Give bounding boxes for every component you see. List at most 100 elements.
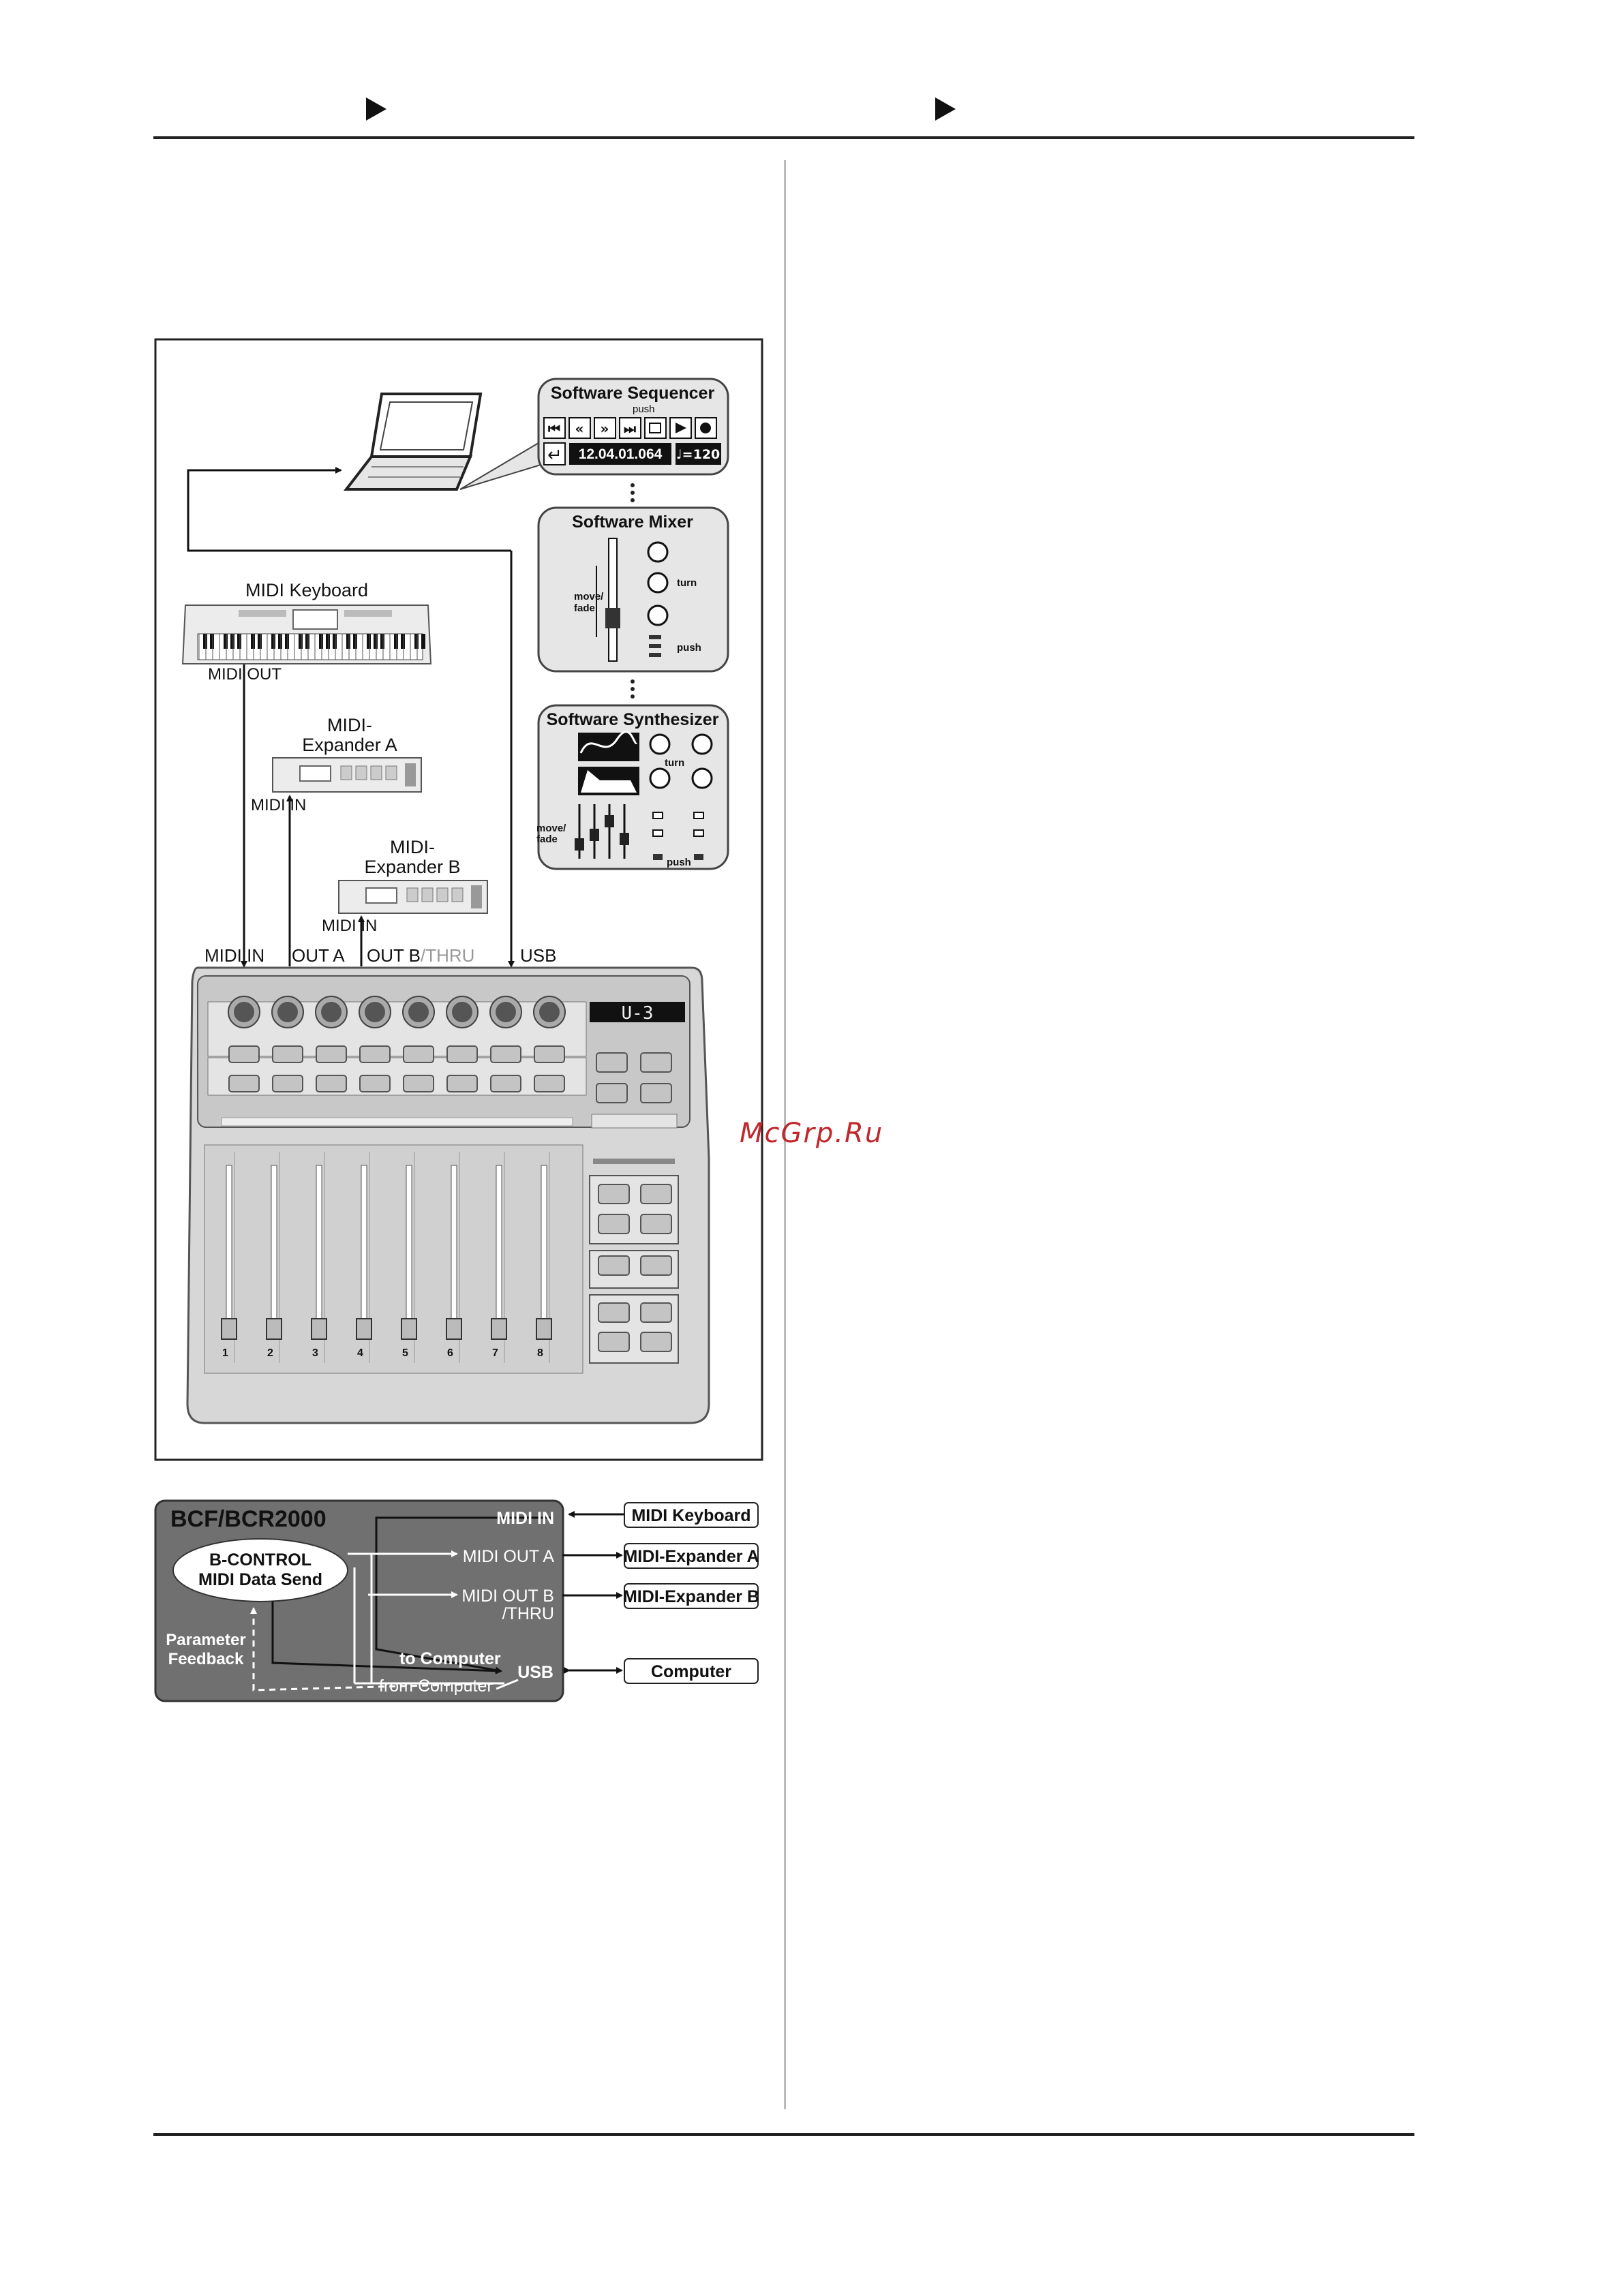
block-title: BCF/BCR2000 (170, 1506, 327, 1532)
lower-button-6[interactable] (446, 1075, 478, 1092)
encoder-knob-8[interactable] (533, 996, 566, 1028)
connector-dots-2 (631, 679, 635, 699)
ext-keyboard-box (624, 1502, 759, 1528)
upper-button-2[interactable] (272, 1045, 303, 1063)
upper-button-6[interactable] (446, 1045, 478, 1063)
upper-button-5[interactable] (403, 1045, 434, 1063)
column-divider (784, 160, 786, 2109)
ext-computer: Computer (651, 1662, 731, 1681)
port-midi-in: MIDI IN (204, 945, 264, 966)
midi-expander-a-device: MIDI- Expander A (272, 715, 422, 793)
svg-text:»: » (601, 420, 609, 437)
software-sequencer-panel: Software Sequencer push ⏮ « » ⏭ 12.04.01… (537, 378, 729, 476)
svg-text:⏭: ⏭ (624, 420, 636, 437)
feedback-line1: Parameter (166, 1631, 245, 1649)
svg-text:Expander B: Expander B (364, 857, 460, 877)
fader-number-2: 2 (267, 1347, 273, 1359)
sequencer-tempo: ♩=120 (676, 447, 721, 462)
core-line1: B-CONTROL (209, 1550, 312, 1570)
signal-flow-diagram: BCF/BCR2000 B-CONTROL MIDI Data Send Par… (154, 1499, 759, 1702)
fader-number-7: 7 (492, 1347, 498, 1359)
upper-button-1[interactable] (228, 1045, 260, 1063)
encoder-knob-1[interactable] (228, 996, 260, 1028)
lower-button-7[interactable] (490, 1075, 521, 1092)
synth-title: Software Synthesizer (547, 710, 719, 729)
keyboard-keys (198, 634, 425, 660)
sequencer-title: Software Sequencer (551, 384, 715, 403)
midi-keyboard-title: MIDI Keyboard (245, 580, 368, 600)
block-midi-out-b: MIDI OUT B (461, 1587, 554, 1606)
core-ellipse (172, 1538, 348, 1602)
ext-computer-box (624, 1658, 759, 1684)
encoder-knob-6[interactable] (446, 996, 479, 1028)
svg-text:⏮: ⏮ (548, 420, 560, 437)
svg-text:push: push (667, 857, 691, 868)
svg-text:turn: turn (677, 577, 697, 589)
fader-number-6: 6 (447, 1347, 453, 1359)
svg-text:move/: move/ (574, 591, 604, 602)
ext-expander-b: MIDI-Expander B (623, 1587, 759, 1606)
svg-text:turn: turn (665, 757, 684, 769)
header-rule (153, 136, 1414, 139)
fader-number-5: 5 (402, 1347, 408, 1359)
svg-text:fade: fade (574, 602, 595, 614)
upper-button-4[interactable] (359, 1045, 391, 1063)
svg-text:«: « (575, 420, 584, 437)
port-out-a: OUT A (292, 945, 345, 966)
upper-button-7[interactable] (490, 1045, 521, 1063)
block-from-computer: from Computer (379, 1677, 493, 1696)
upper-button-8[interactable] (534, 1045, 565, 1063)
encoder-knob-3[interactable] (315, 996, 348, 1028)
fader-7[interactable]: 7 (491, 1152, 507, 1363)
laptop-icon (343, 393, 483, 491)
lower-button-3[interactable] (316, 1075, 347, 1092)
watermark: McGrp.Ru (740, 1118, 884, 1149)
lower-button-2[interactable] (272, 1075, 303, 1092)
lower-button-4[interactable] (359, 1075, 391, 1092)
core-line2: MIDI Data Send (198, 1570, 322, 1589)
svg-text:Expander A: Expander A (302, 735, 397, 755)
sequencer-push-label: push (633, 403, 655, 415)
block-midi-out-b-thru: /THRU (502, 1604, 554, 1623)
header-arrow-left (366, 97, 386, 121)
lower-button-5[interactable] (403, 1075, 434, 1092)
upper-button-3[interactable] (316, 1045, 347, 1063)
header-arrow-right (935, 97, 956, 121)
fader-strips: 1 2 3 4 5 6 7 8 (221, 1152, 552, 1363)
ext-expander-a: MIDI-Expander A (623, 1547, 759, 1566)
svg-text:fade: fade (536, 833, 558, 845)
fader-6[interactable]: 6 (446, 1152, 462, 1363)
block-midi-in: MIDI IN (496, 1509, 554, 1528)
port-thru: /THRU (421, 945, 474, 966)
ext-expander-a-box (624, 1543, 759, 1569)
lower-button-1[interactable] (228, 1075, 260, 1092)
encoder-knob-4[interactable] (359, 996, 391, 1028)
encoder-knob-7[interactable] (489, 996, 522, 1028)
fader-3[interactable]: 3 (311, 1152, 327, 1363)
svg-text:OUT B/THRU: OUT B/THRU (367, 945, 474, 966)
encoder-knob-2[interactable] (271, 996, 304, 1028)
expander-b-midi-in: MIDI IN (322, 917, 377, 935)
lower-button-8[interactable] (534, 1075, 565, 1092)
encoder-knob-5[interactable] (402, 996, 435, 1028)
port-out-b: OUT B (367, 945, 421, 966)
block-usb: USB (517, 1663, 553, 1682)
fader-8[interactable]: 8 (536, 1152, 552, 1363)
fader-1[interactable]: 1 (221, 1152, 237, 1363)
fader-number-4: 4 (357, 1347, 363, 1359)
fader-5[interactable]: 5 (401, 1152, 417, 1363)
transport-buttons (543, 417, 717, 439)
fader-number-8: 8 (537, 1347, 543, 1359)
software-mixer-panel: Software Mixer move/ fade turn push (537, 506, 729, 673)
fader-4[interactable]: 4 (356, 1152, 372, 1363)
block-to-computer: to Computer (399, 1649, 501, 1668)
svg-text:MIDI-: MIDI- (390, 837, 435, 857)
fader-2[interactable]: 2 (266, 1152, 282, 1363)
svg-text:push: push (677, 642, 701, 654)
led-display (590, 1002, 685, 1022)
software-synthesizer-panel: Software Synthesizer turn move/ fade pus… (536, 704, 729, 870)
svg-text:MIDI-: MIDI- (327, 715, 372, 735)
fader-number-3: 3 (312, 1347, 318, 1359)
